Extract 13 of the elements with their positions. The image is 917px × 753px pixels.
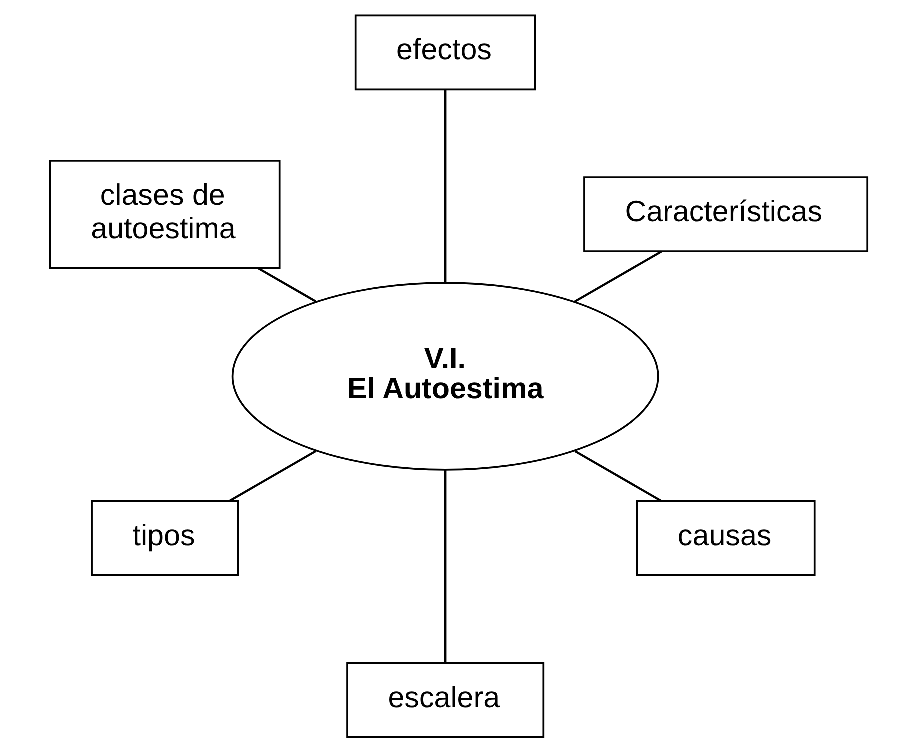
node-box: causas (636, 500, 816, 576)
node-box: efectos (354, 14, 536, 91)
node-box: tipos (90, 500, 239, 576)
connector (574, 450, 662, 502)
node-box: clases de autoestima (48, 160, 280, 270)
node-box: escalera (346, 662, 544, 738)
node-box: Características (583, 176, 868, 252)
connector (444, 470, 446, 664)
connector (574, 250, 662, 303)
connector (444, 90, 446, 283)
connector (257, 267, 316, 303)
node-ellipse: V.I. El Autoestima (231, 282, 659, 471)
connector (228, 450, 316, 502)
